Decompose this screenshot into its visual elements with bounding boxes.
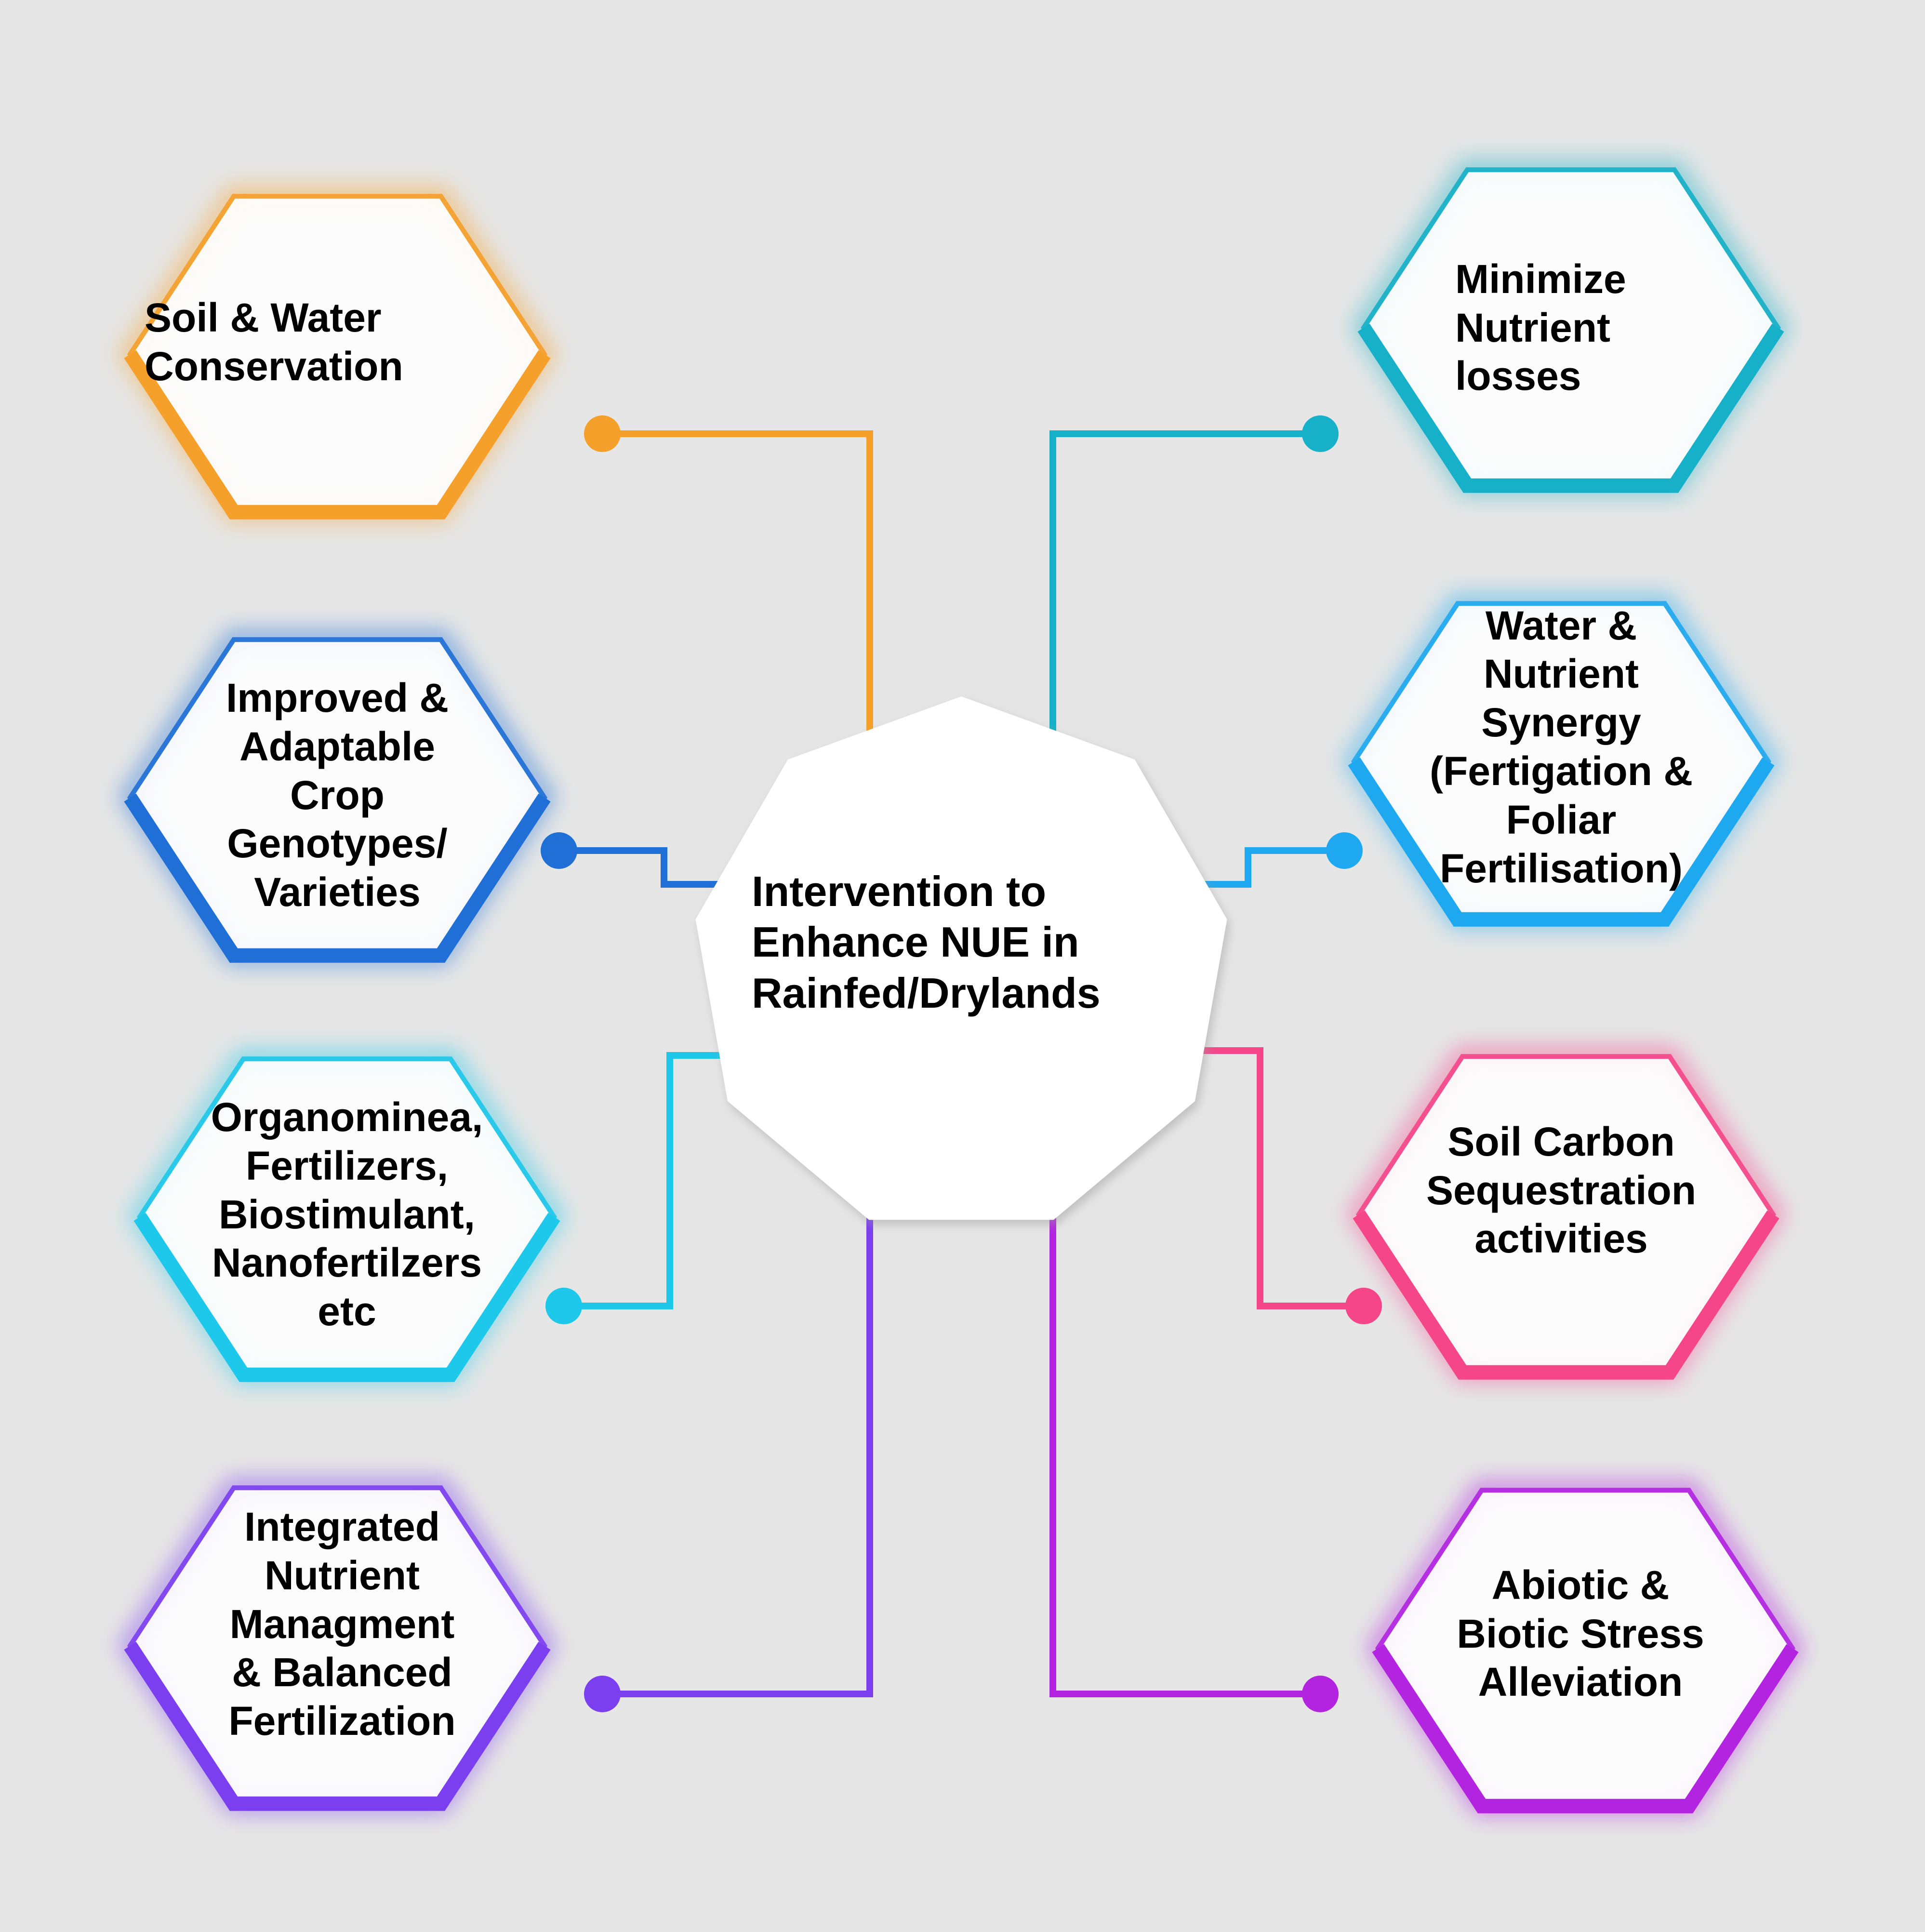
node-label-crop-genotypes: Improved & Adaptable Crop Genotypes/ Var… [226,675,449,915]
connector-dot-minimize-losses [1302,415,1339,452]
hex-node-organominea [126,1048,568,1386]
node-label-water-nutrient: Water & Nutrient Synergy (Fertigation & … [1430,602,1693,891]
hex-band-organominea [133,1212,560,1382]
hex-band-crop-genotypes [124,793,551,963]
node-label-stress-alleviation: Abiotic & Biotic Stress Alleviation [1457,1562,1704,1705]
connector-dot-crop-genotypes [541,832,577,869]
hex-node-integrated-nutrient [117,1477,558,1815]
connector-dot-organominea [545,1288,582,1324]
connector-organominea [564,1052,742,1309]
node-label-soil-carbon: Soil Carbon Sequestration activities [1426,1119,1697,1262]
hex-node-minimize-losses [1350,159,1792,497]
hex-node-soil-carbon [1345,1045,1787,1384]
center-nonagon [695,696,1227,1220]
connector-dot-stress-alleviation [1302,1676,1339,1712]
center-label: Intervention to Enhance NUE in Rainfed/D… [752,863,1185,1022]
hex-band-integrated-nutrient [124,1641,551,1811]
center-label-text: Intervention to Enhance NUE in Rainfed/D… [752,867,1101,1017]
connector-dot-soil-carbon [1345,1288,1382,1324]
connector-integrated-nutrient [602,1195,873,1697]
node-label-minimize-losses: Minimize Nutrient losses [1455,256,1626,399]
hex-band-stress-alleviation [1372,1644,1799,1813]
hex-node-crop-genotypes [117,628,558,967]
connector-dot-soil-water [584,415,621,452]
connector-dot-water-nutrient [1326,832,1363,869]
connector-soil-carbon [1190,1047,1364,1309]
connector-stress-alleviation [1049,1195,1320,1697]
node-label-organominea: Organominea, Fertilizers, Biostimulant, … [211,1094,483,1334]
connector-crop-genotypes [559,847,742,888]
hex-node-soil-water [117,185,558,523]
hex-band-water-nutrient [1348,757,1775,927]
node-label-soil-water: Soil & Water Conservation [145,295,403,389]
hex-band-minimize-losses [1357,323,1784,493]
hex-node-water-nutrient [1341,592,1782,931]
hex-band-soil-carbon [1353,1210,1779,1380]
connector-soil-water [602,430,873,752]
hex-node-stress-alleviation [1365,1479,1806,1817]
node-label-integrated-nutrient: Integrated Nutrient Managment & Balanced… [228,1504,456,1744]
connector-dot-integrated-nutrient [584,1676,621,1712]
hex-band-soil-water [124,350,551,520]
connector-water-nutrient [1190,847,1344,888]
connector-minimize-losses [1049,430,1320,742]
